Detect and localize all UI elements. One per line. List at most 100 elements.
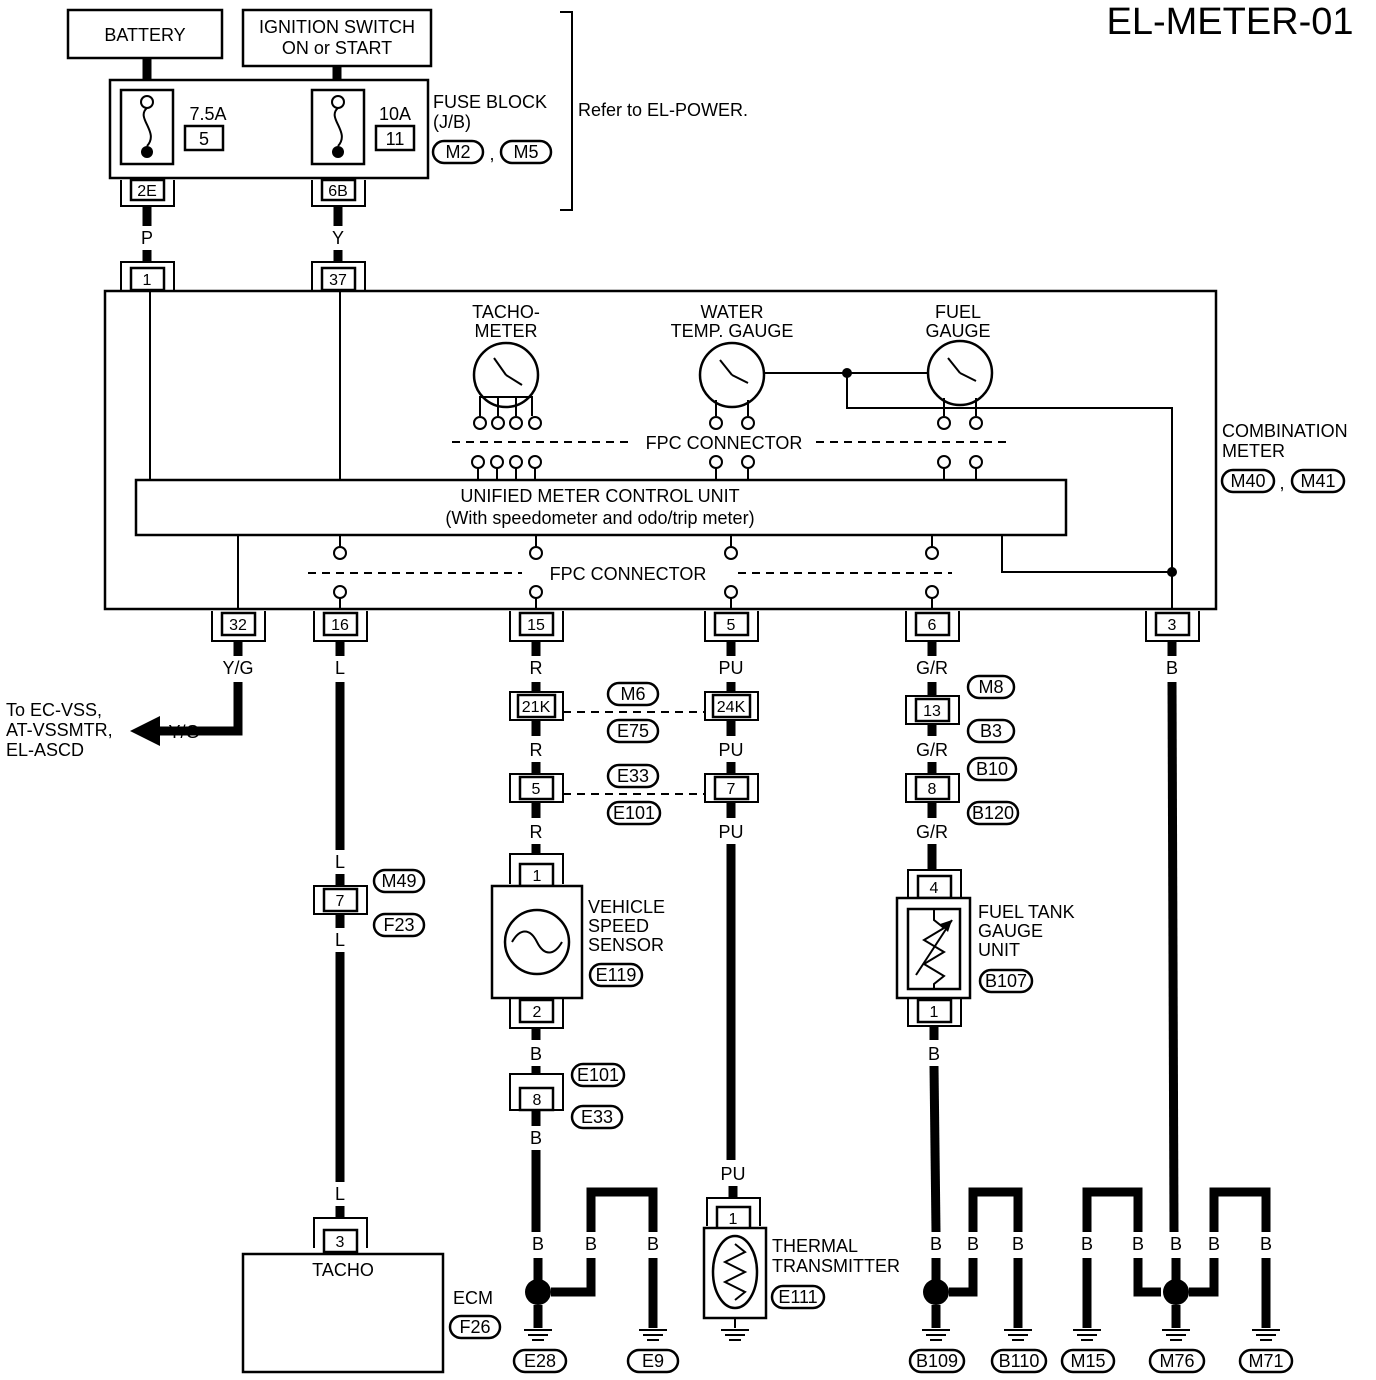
svg-text:1: 1 bbox=[729, 1211, 738, 1228]
svg-text:B: B bbox=[930, 1234, 942, 1254]
fuse-1-number-box bbox=[183, 124, 225, 152]
svg-text:4: 4 bbox=[930, 880, 939, 897]
pin-32: 32 bbox=[229, 617, 247, 634]
svg-text:L: L bbox=[335, 930, 345, 950]
svg-text:7: 7 bbox=[727, 781, 736, 798]
water-temp-label-1: WATER bbox=[701, 302, 764, 322]
svg-text:E101: E101 bbox=[613, 803, 655, 823]
fuse-1-amp: 7.5A bbox=[189, 104, 226, 124]
ground-icon-b109 bbox=[922, 1329, 950, 1341]
svg-text:E28: E28 bbox=[524, 1351, 556, 1371]
connector-badge-m8 bbox=[966, 674, 1016, 700]
svg-text:E101: E101 bbox=[577, 1065, 619, 1085]
svg-text:B107: B107 bbox=[985, 971, 1027, 991]
ground-badge-m76 bbox=[1148, 1348, 1206, 1374]
fpc-connector-lower-label: FPC CONNECTOR bbox=[550, 564, 707, 584]
fuel-gauge-label-1: FUEL bbox=[935, 302, 981, 322]
battery-box bbox=[66, 8, 224, 60]
svg-text:2: 2 bbox=[533, 1004, 542, 1021]
svg-text:B: B bbox=[928, 1044, 940, 1064]
connector-badge-m2 bbox=[431, 139, 485, 165]
svg-text:B10: B10 bbox=[976, 759, 1008, 779]
thermal-transmitter bbox=[702, 1197, 768, 1341]
svg-text:B: B bbox=[1012, 1234, 1024, 1254]
diagram-title: EL-METER-01 bbox=[1106, 1, 1353, 43]
connector-badge-e75 bbox=[606, 718, 660, 744]
connector-24k bbox=[704, 691, 759, 721]
svg-text:B: B bbox=[1081, 1234, 1093, 1254]
svg-text:B: B bbox=[967, 1234, 979, 1254]
svg-text:1: 1 bbox=[533, 868, 542, 885]
wire-label-gr: G/R bbox=[916, 658, 948, 678]
ground-icon-m71 bbox=[1252, 1329, 1280, 1341]
svg-text:B109: B109 bbox=[916, 1351, 958, 1371]
connector-ecm-3 bbox=[313, 1217, 368, 1254]
tachometer-label-1: TACHO- bbox=[472, 302, 540, 322]
svg-text:E33: E33 bbox=[581, 1107, 613, 1127]
connector-badge-m41 bbox=[1290, 468, 1346, 494]
fuse-block-label-2: (J/B) bbox=[433, 112, 471, 132]
connector-badge-e101 bbox=[606, 800, 662, 826]
pin-5: 5 bbox=[727, 617, 736, 634]
wire-label-r: R bbox=[530, 658, 543, 678]
svg-text:E75: E75 bbox=[617, 721, 649, 741]
fuel-tank-label-3: UNIT bbox=[978, 940, 1020, 960]
connector-5 bbox=[509, 773, 564, 803]
fuel-tank-gauge-unit bbox=[895, 869, 972, 1027]
svg-text:3: 3 bbox=[336, 1234, 345, 1251]
combination-meter-label-1: COMBINATION bbox=[1222, 421, 1348, 441]
connector-badge-b120 bbox=[966, 800, 1020, 826]
battery-label: BATTERY bbox=[104, 25, 185, 45]
vss-dest-1: To EC-VSS, bbox=[6, 700, 102, 720]
svg-text:M2: M2 bbox=[445, 142, 470, 162]
fuse-11 bbox=[310, 88, 366, 166]
svg-text:37: 37 bbox=[329, 272, 347, 289]
svg-text:13: 13 bbox=[923, 703, 941, 720]
svg-text:B120: B120 bbox=[972, 803, 1014, 823]
refer-text: Refer to EL-POWER. bbox=[578, 100, 748, 120]
fuel-tank-label-1: FUEL TANK bbox=[978, 902, 1075, 922]
output-connectors bbox=[211, 611, 1200, 642]
svg-text:7: 7 bbox=[336, 893, 345, 910]
yg-wire bbox=[160, 682, 243, 736]
pin-15: 15 bbox=[527, 617, 545, 634]
ground-badge-b109 bbox=[908, 1348, 966, 1374]
fuse-2-amp: 10A bbox=[379, 104, 411, 124]
wire-label-l: L bbox=[335, 658, 345, 678]
connector-badge-e101-b bbox=[570, 1062, 626, 1088]
tachometer-gauge-icon bbox=[472, 341, 542, 430]
ground-badge-m71 bbox=[1238, 1348, 1294, 1374]
connector-badge-b10 bbox=[966, 756, 1018, 782]
svg-text:B: B bbox=[530, 1044, 542, 1064]
wire-label-p: P bbox=[141, 228, 153, 248]
fpc-lower-pins bbox=[333, 535, 939, 609]
connector-badge-m5 bbox=[499, 139, 553, 165]
wire-label-pu: PU bbox=[718, 658, 743, 678]
svg-text:PU: PU bbox=[718, 822, 743, 842]
ground-badge-e28 bbox=[512, 1348, 568, 1374]
connector-badge-m49 bbox=[372, 868, 426, 894]
fuse-1-number: 5 bbox=[199, 129, 209, 149]
svg-text:5: 5 bbox=[532, 781, 541, 798]
fuse-pin-6b: 6B bbox=[328, 183, 348, 200]
fuse-2-number: 11 bbox=[386, 129, 405, 149]
vss-label-3: SENSOR bbox=[588, 935, 664, 955]
svg-text:21K: 21K bbox=[522, 699, 551, 716]
pin-6: 6 bbox=[928, 617, 937, 634]
svg-text:,: , bbox=[1279, 473, 1284, 493]
wire-label-yg: Y/G bbox=[222, 658, 253, 678]
svg-text:M76: M76 bbox=[1159, 1351, 1194, 1371]
water-temp-label-2: TEMP. GAUGE bbox=[671, 321, 794, 341]
svg-text:B: B bbox=[1208, 1234, 1220, 1254]
vehicle-speed-sensor bbox=[490, 853, 584, 1029]
connector-7 bbox=[704, 773, 759, 803]
svg-text:R: R bbox=[530, 740, 543, 760]
connector-badge-f26 bbox=[448, 1314, 502, 1340]
ground-icon-m76 bbox=[1162, 1329, 1190, 1341]
ground-icon-m15 bbox=[1073, 1329, 1101, 1341]
ecm-box bbox=[241, 1252, 445, 1374]
svg-text:M71: M71 bbox=[1248, 1351, 1283, 1371]
svg-text:B110: B110 bbox=[999, 1351, 1040, 1371]
ecm-label: ECM bbox=[453, 1288, 493, 1308]
ground-badge-m15 bbox=[1060, 1348, 1116, 1374]
